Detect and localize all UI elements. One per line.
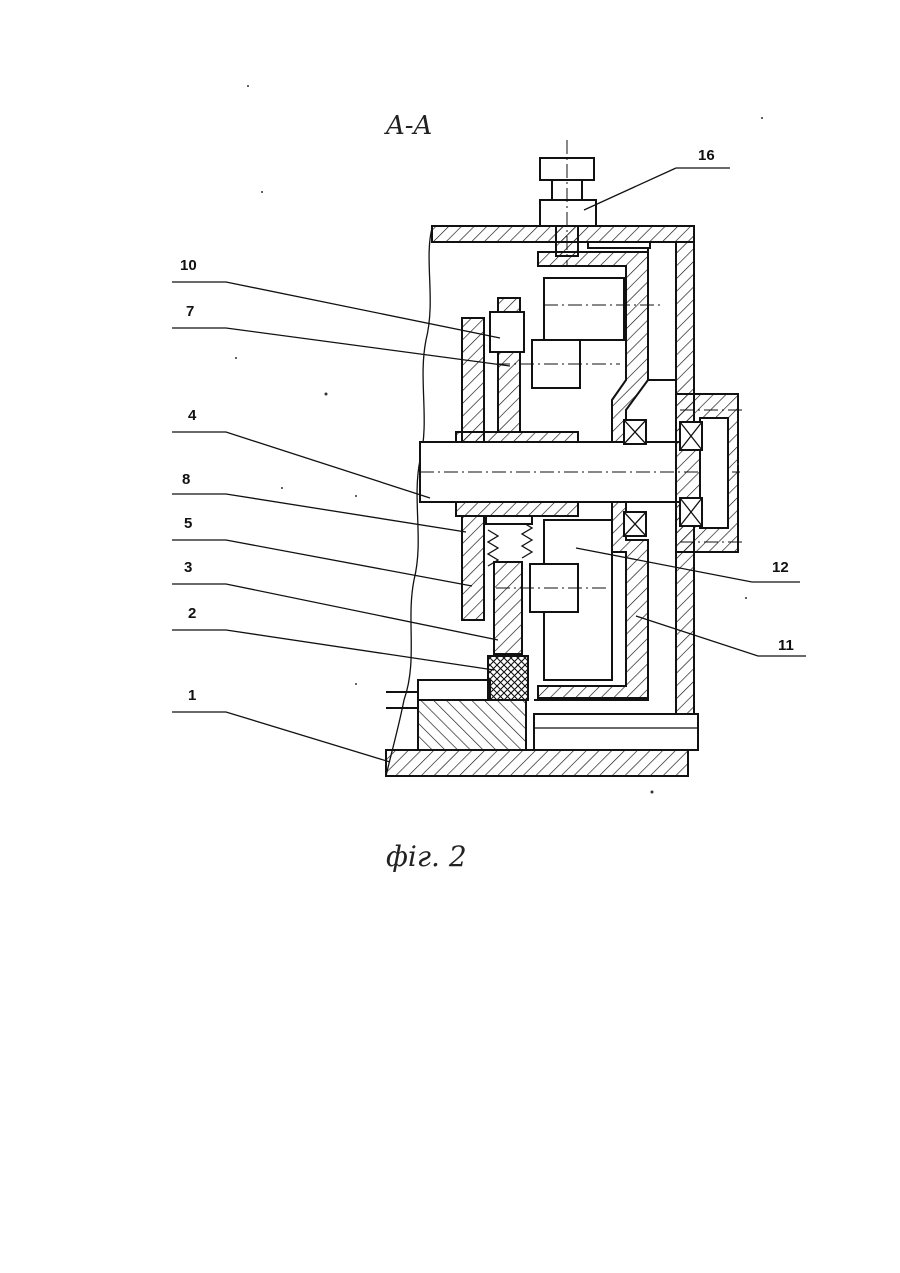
bearing-inner	[700, 418, 728, 528]
leader-16	[584, 168, 730, 210]
callout-5: 5	[184, 515, 192, 532]
base-rail	[386, 692, 418, 708]
leader-3	[172, 584, 498, 640]
left-disc-upper	[462, 318, 484, 442]
base-block	[418, 700, 526, 750]
callout-8: 8	[182, 471, 190, 488]
figure-caption: фіг. 2	[386, 840, 467, 873]
upper-gear-hub	[490, 312, 524, 352]
leader-4	[172, 432, 430, 498]
spring-seat	[486, 516, 532, 524]
workpiece	[488, 656, 528, 700]
screw-nut	[540, 200, 596, 226]
callout-12: 12	[772, 559, 789, 576]
spring	[488, 522, 532, 566]
leader-1	[172, 712, 390, 762]
callout-7: 7	[186, 303, 194, 320]
base-step	[418, 680, 490, 700]
callout-11: 11	[778, 637, 794, 654]
leader-10	[172, 282, 500, 338]
callout-10: 10	[180, 257, 197, 274]
callout-4: 4	[188, 407, 197, 424]
leader-2	[172, 630, 494, 670]
leader-5	[172, 540, 472, 586]
callout-16: 16	[698, 147, 715, 164]
housing-wall-inner	[588, 242, 650, 248]
base-plate	[386, 750, 688, 776]
callout-2: 2	[188, 605, 196, 622]
base-ledge	[534, 714, 698, 750]
leader-7	[172, 328, 510, 366]
section-label: A-A	[384, 111, 432, 141]
lower-gear	[494, 562, 522, 654]
callout-3: 3	[184, 559, 192, 576]
hub-bottom	[456, 502, 578, 516]
upper-roller	[544, 278, 624, 340]
callout-1: 1	[188, 687, 196, 704]
